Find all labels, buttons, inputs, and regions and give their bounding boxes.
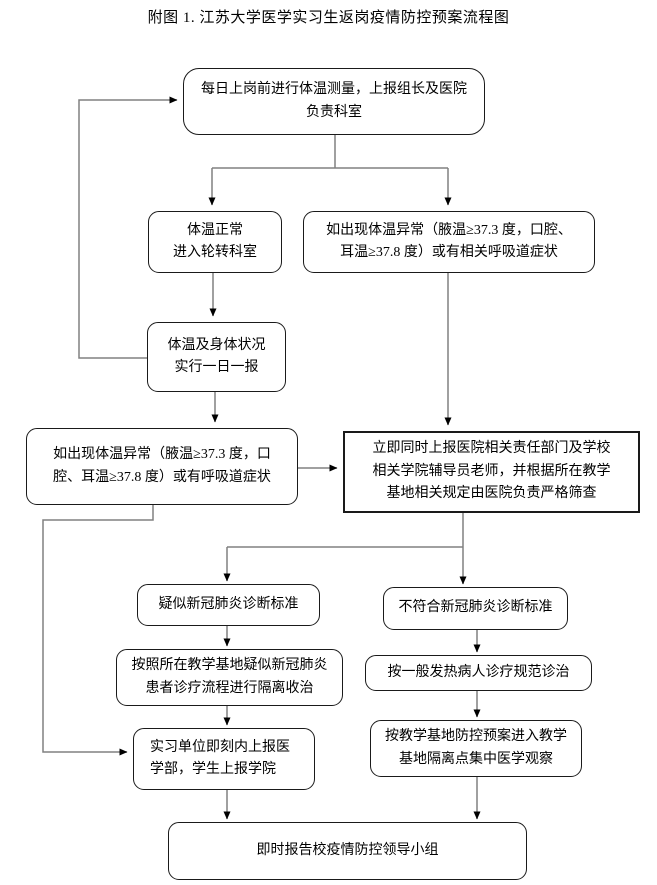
node-temp-abnormal-respiratory: 如出现体温异常（腋温≥37.3 度，口 腔、耳温≥37.8 度）或有呼吸道症状 bbox=[26, 428, 298, 505]
node-unit-report-medical-school: 实习单位即刻内上报医 学部，学生上报学院 bbox=[133, 728, 315, 790]
node-suspected-covid-criteria: 疑似新冠肺炎诊断标准 bbox=[137, 584, 320, 626]
node-report-leading-group: 即时报告校疫情防控领导小组 bbox=[168, 822, 527, 880]
connector-split-top bbox=[212, 135, 448, 169]
page-title: 附图 1. 江苏大学医学实习生返岗疫情防控预案流程图 bbox=[147, 10, 510, 26]
node-temp-abnormal-related-symptoms: 如出现体温异常（腋温≥37.3 度，口腔、 耳温≥37.8 度）或有相关呼吸道症… bbox=[303, 211, 595, 273]
node-temp-normal: 体温正常 进入轮转科室 bbox=[148, 211, 282, 273]
node-not-meeting-covid-criteria: 不符合新冠肺炎诊断标准 bbox=[383, 587, 568, 630]
node-isolation-treatment: 按照所在教学基地疑似新冠肺炎 患者诊疗流程进行隔离收治 bbox=[116, 649, 343, 706]
node-report-hospital-school: 立即同时上报医院相关责任部门及学校 相关学院辅导员老师，并根据所在教学 基地相关… bbox=[343, 431, 640, 513]
node-general-fever-treatment: 按一般发热病人诊疗规范诊治 bbox=[365, 655, 592, 691]
node-quarantine-medical-observation: 按教学基地防控预案进入教学 基地隔离点集中医学观察 bbox=[370, 720, 582, 777]
node-daily-temp-check: 每日上岗前进行体温测量，上报组长及医院 负责科室 bbox=[183, 68, 485, 135]
connector-hospital-split bbox=[227, 513, 464, 548]
node-daily-one-report: 体温及身体状况 实行一日一报 bbox=[147, 322, 286, 392]
connector-feedback-loop bbox=[78, 96, 178, 359]
connector-resp-to-unit bbox=[42, 505, 154, 756]
